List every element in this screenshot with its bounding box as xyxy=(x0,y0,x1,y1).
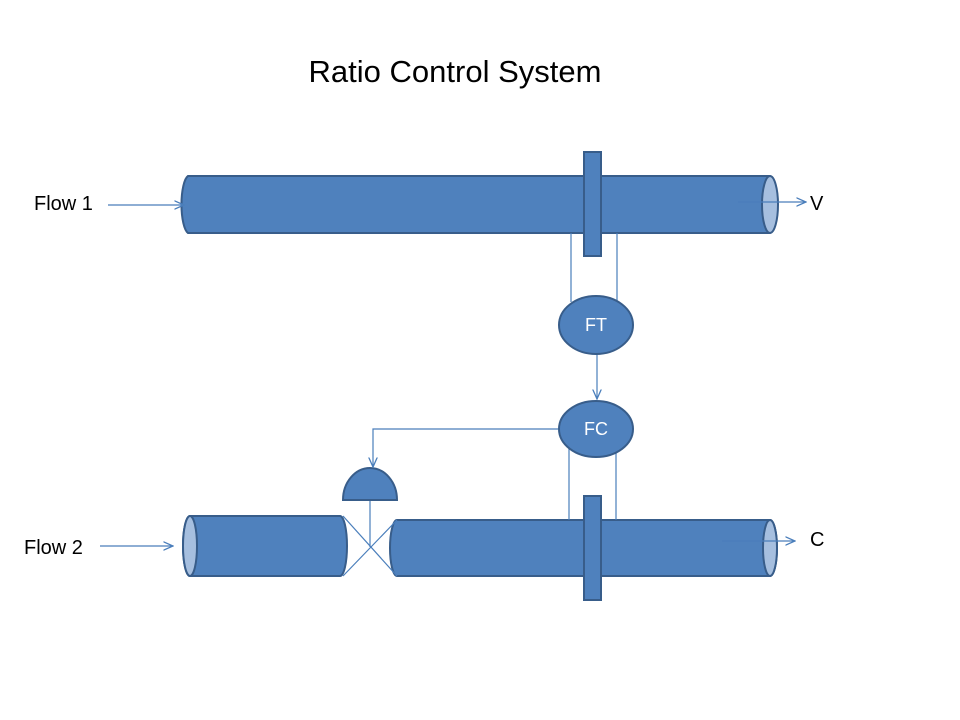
bottom-orifice-plate xyxy=(583,495,602,601)
flow-transmitter-label: FT xyxy=(585,315,607,335)
valve-actuator xyxy=(341,467,399,501)
flow-controller-node: FC xyxy=(558,400,634,458)
signal-lines xyxy=(100,202,806,546)
output-c-label: C xyxy=(810,529,825,551)
flow-2-label: Flow 2 xyxy=(24,537,83,559)
top-pipe xyxy=(180,175,779,234)
diagram-title: Ratio Control System xyxy=(308,54,602,89)
output-v-label: V xyxy=(810,193,824,215)
flow-1-label: Flow 1 xyxy=(34,193,93,215)
flow-controller-label: FC xyxy=(584,419,608,439)
flow-transmitter-node: FT xyxy=(558,295,634,355)
top-orifice-plate xyxy=(583,151,602,257)
control-valve xyxy=(342,500,398,577)
bottom-inlet-pipe xyxy=(182,515,348,577)
